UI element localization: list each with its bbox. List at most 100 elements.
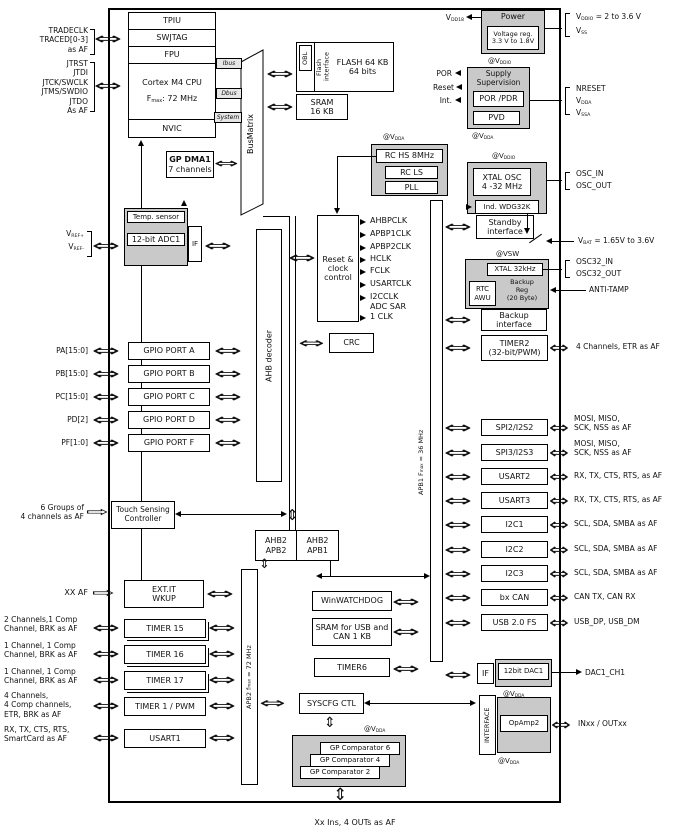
double-arrow: ⇔: [214, 410, 243, 429]
opamp2-block: OpAmp2: [500, 715, 548, 732]
vdda-pin: VDDA: [576, 96, 592, 106]
clock-i2cclk: I2CCLK: [370, 292, 399, 301]
timer17-block: TIMER 17: [124, 671, 206, 690]
double-arrow: ⇔: [288, 248, 317, 267]
usart3-pins: RX, TX, CTS, RTS, as AF: [574, 495, 663, 504]
por-pin: POR: [436, 69, 452, 78]
double-arrow: ⇔: [549, 613, 570, 632]
pf-pin: PF[1:0]: [61, 438, 88, 447]
bracket: [565, 172, 570, 190]
clock-fclk: FCLK: [370, 266, 390, 275]
wire: [527, 214, 528, 228]
at-vsw-label: @VSW: [496, 250, 520, 258]
double-arrow: ⇔: [444, 467, 473, 486]
touch-pins-label: 6 Groups of 4 channels as AF: [20, 503, 84, 522]
bracket: [90, 62, 95, 112]
trace-pins-label: TRADECLK TRACED[0-3] as AF: [39, 26, 88, 54]
double-arrow: ⇔: [444, 540, 473, 559]
double-arrow: ⇔: [214, 433, 243, 452]
double-arrow: ⇔: [444, 665, 473, 684]
arrow-left: [364, 700, 370, 706]
pa-pin: PA[15:0]: [56, 346, 88, 355]
syscfg-block: SYSCFG CTL: [299, 693, 364, 714]
arrow-right: [360, 245, 366, 251]
clock-usartclk: USARTCLK: [370, 279, 412, 288]
double-arrow: ⇔: [549, 443, 570, 462]
temp-sensor-block: Temp. sensor: [127, 211, 185, 223]
vref-plus-pin: VREF+: [66, 229, 84, 239]
por-pdr-block: POR /PDR: [473, 91, 524, 107]
system-bus-arrow: System: [214, 112, 242, 123]
wire: [547, 180, 562, 181]
double-arrow: ⇔: [208, 618, 237, 637]
gpio-f-block: GPIO PORT F: [128, 434, 210, 452]
i2c3-block: I2C3: [481, 565, 548, 582]
clock-1clk: 1 CLK: [370, 312, 393, 321]
double-arrow: ⇔: [551, 715, 572, 734]
wire: [552, 241, 574, 242]
wire: [337, 156, 338, 208]
arrow-up: [181, 200, 187, 206]
double-arrow: ⇔: [266, 97, 295, 116]
gpio-b-block: GPIO PORT B: [128, 365, 210, 383]
pb-pin: PB[15:0]: [55, 369, 88, 378]
adc-if-block: IF: [188, 226, 202, 262]
usart1-pins-label: RX, TX, CTS, RTS, SmartCard as AF: [4, 725, 70, 744]
double-arrow: ⇔: [94, 29, 123, 48]
sram-block: SRAM 16 KB: [296, 94, 348, 120]
vdd18-pin: VDD18: [445, 13, 464, 23]
double-arrow: ⇔: [549, 564, 570, 583]
pd-pin: PD[2]: [67, 415, 88, 424]
arrow-down: [524, 228, 530, 234]
vssa-pin: VSSA: [576, 108, 591, 118]
nreset-pin: NRESET: [576, 84, 606, 93]
osc-out-pin: OSC_OUT: [576, 181, 612, 190]
arrow-right: [470, 700, 476, 706]
bracket: [87, 231, 92, 257]
arrow-right: [281, 511, 287, 517]
adc1-block: 12-bit ADC1: [127, 233, 185, 246]
dma-block: GP DMA1 7 channels: [166, 151, 214, 178]
iwdg-block: Ind. WDG32K: [475, 200, 539, 214]
double-arrow: ⇔: [549, 540, 570, 559]
swjtag-block: SWJTAG: [128, 29, 216, 47]
double-arrow: ⇔: [392, 659, 421, 678]
backup-reg-label: Backup Reg (20 Byte): [506, 278, 538, 303]
wire: [543, 269, 562, 270]
double-arrow: ⇔: [549, 338, 570, 357]
arrow-left: [175, 511, 181, 517]
arrow-right: [360, 257, 366, 263]
gpio-c-block: GPIO PORT C: [128, 388, 210, 406]
double-arrow: ⇔: [444, 491, 473, 510]
double-arrow: ⇔: [444, 515, 473, 534]
gpio-d-block: GPIO PORT D: [128, 411, 210, 429]
arrow-right: [424, 573, 430, 579]
arrow-right: [466, 204, 472, 210]
double-arrow: ⇔: [92, 644, 121, 663]
arrow-left: [466, 14, 472, 20]
can-pins: CAN TX, CAN RX: [574, 592, 636, 601]
exti-wkup-block: EXT.IT WKUP: [124, 580, 204, 608]
obl-block: OBL: [299, 45, 312, 71]
usart1-block: USART1: [124, 729, 206, 748]
ahb2-apb1-bridge: AHB2 APB1: [296, 530, 339, 561]
wire: [545, 28, 562, 29]
double-arrow: ⇔: [549, 588, 570, 607]
at-vddio-label: @VDDIO: [488, 57, 512, 66]
rtc-awu-block: RTC AWU: [469, 281, 496, 306]
flash-interface-block: Flash interface: [314, 42, 333, 92]
comparator-pins: Xx Ins, 4 OUTs as AF: [314, 818, 396, 827]
double-arrow: ⇔: [444, 564, 473, 583]
double-arrow-vertical: ⇕: [324, 715, 336, 731]
arrow-left: [455, 97, 461, 103]
supply-title1: Supply: [485, 69, 512, 78]
rcc-block: Reset & clock control: [317, 215, 359, 322]
osc32-in-pin: OSC32_IN: [576, 257, 614, 266]
clock-adcsar: ADC SAR: [370, 302, 407, 311]
double-arrow: ⇔: [444, 338, 473, 357]
double-arrow: ⇔: [214, 387, 243, 406]
double-arrow: ⇔: [444, 613, 473, 632]
double-arrow: ⇔: [208, 728, 237, 747]
jtag-pins-label: JTRST JTDI JTCK/SWCLK JTMS/SWDIO JTDO As…: [41, 59, 88, 115]
timer1-pins-label: 4 Channels, 4 Comp channels, ETR, BRK as…: [4, 691, 72, 719]
